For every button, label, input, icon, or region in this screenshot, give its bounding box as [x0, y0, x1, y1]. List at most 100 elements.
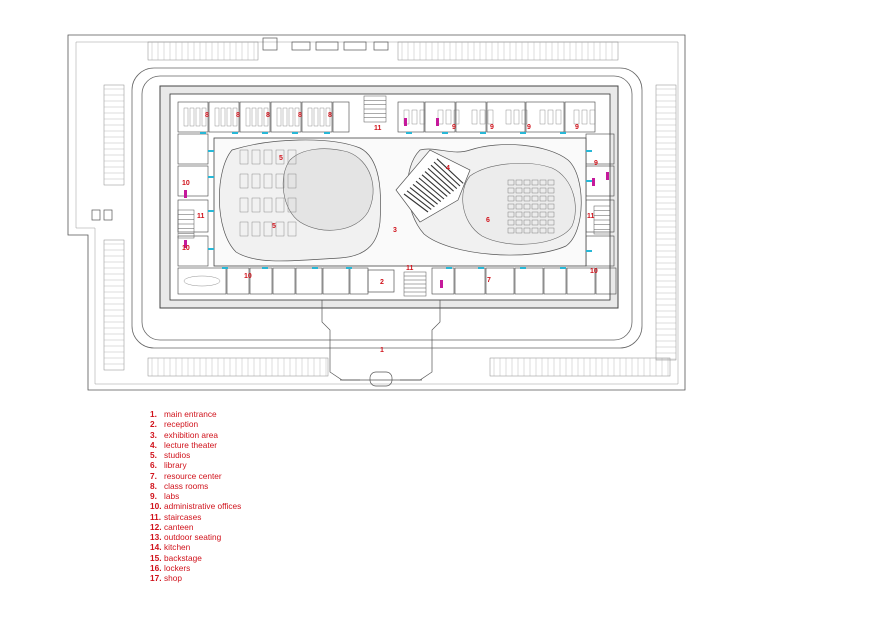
studio-desk: [239, 173, 249, 189]
desk: [201, 107, 207, 127]
book-stack: [515, 227, 523, 234]
legend-number: 16.: [150, 562, 162, 573]
resource-room: [485, 267, 515, 295]
book-stack: [523, 219, 531, 226]
book-stack: [507, 179, 515, 186]
book-stack: [515, 219, 523, 226]
door-marker: [232, 132, 238, 134]
legend-item: 6.library: [150, 460, 241, 470]
classroom: [270, 101, 302, 133]
door-marker: [292, 132, 298, 134]
label-classroom-5: 8: [328, 112, 332, 119]
door-marker: [262, 132, 268, 134]
book-stack: [539, 219, 547, 226]
desk: [214, 107, 220, 127]
book-stack: [515, 187, 523, 194]
desk: [263, 107, 269, 127]
toilet-marker: [184, 190, 187, 198]
legend-label: staircases: [164, 511, 202, 522]
book-stack: [539, 195, 547, 202]
door-marker: [586, 150, 592, 152]
toilet-marker: [592, 178, 595, 186]
book-stack: [531, 203, 539, 210]
book-stack: [515, 203, 523, 210]
legend-number: 5.: [150, 450, 157, 460]
label-studios-2: 5: [272, 223, 276, 230]
desk: [251, 107, 257, 127]
book-stack: [523, 211, 531, 218]
resource-room: [543, 267, 567, 295]
classroom: [208, 101, 240, 133]
legend-number: 9.: [150, 491, 157, 501]
label-reception: 2: [380, 279, 384, 286]
legend-item: 4.lecture theater: [150, 440, 241, 450]
book-stack: [539, 211, 547, 218]
legend-number: 2.: [150, 419, 157, 430]
studio-desk: [251, 149, 261, 165]
book-stack: [547, 219, 555, 226]
classroom: [177, 101, 209, 133]
book-stack: [547, 227, 555, 234]
label-lab-4: 9: [575, 124, 579, 131]
book-stack: [523, 203, 531, 210]
legend-item: 1.main entrance: [150, 409, 241, 419]
studio-desk: [251, 221, 261, 237]
legend-label: reception: [164, 419, 199, 430]
book-stack: [539, 187, 547, 194]
seat-row: [406, 190, 432, 210]
legend-number: 3.: [150, 429, 157, 440]
seat-row: [403, 193, 429, 213]
lab-bench: [589, 109, 596, 125]
book-stack: [547, 203, 555, 210]
studio-desk: [239, 149, 249, 165]
book-stack: [531, 179, 539, 186]
resource-room: [431, 267, 455, 295]
book-stack: [523, 195, 531, 202]
resource-room: [514, 267, 544, 295]
desk: [245, 107, 251, 127]
legend-label: lockers: [164, 562, 191, 573]
legend-number: 10.: [150, 501, 162, 512]
book-stack: [523, 187, 531, 194]
legend-item: 17.shop: [150, 573, 241, 583]
book-stack: [547, 179, 555, 186]
lab-bench: [539, 109, 546, 125]
label-stairs-bottom: 11: [406, 265, 414, 272]
label-lab-5: 9: [594, 160, 598, 167]
legend-number: 4.: [150, 439, 157, 450]
door-marker: [520, 132, 526, 134]
lab-bench: [513, 109, 520, 125]
lab-bench: [445, 109, 452, 125]
door-marker: [560, 132, 566, 134]
door-marker: [346, 267, 352, 269]
legend-label: outdoor seating: [164, 532, 222, 542]
desk: [294, 107, 300, 127]
label-stairs-right: 11: [587, 213, 595, 220]
seat-row: [436, 158, 464, 184]
ring-road: [131, 67, 643, 349]
studio-desk: [251, 173, 261, 189]
studio-desk: [275, 221, 285, 237]
door-marker: [208, 210, 214, 212]
studio-desk: [263, 173, 273, 189]
library-stacks: [507, 179, 555, 234]
theater-outline: [395, 149, 471, 223]
legend-number: 17.: [150, 573, 162, 583]
door-marker: [586, 180, 592, 182]
label-lab-1: 9: [452, 124, 456, 131]
door-marker: [446, 267, 452, 269]
conference-table: [183, 275, 221, 287]
label-admin-4: 10: [590, 268, 598, 275]
toilet-marker: [404, 118, 407, 126]
seat-row: [409, 187, 435, 208]
door-marker: [208, 150, 214, 152]
lab-bench: [453, 109, 460, 125]
room-labels: 1 2 3 4 5 5 6 7 8 8 8 8 8 9 9 9 9 9 10 1…: [182, 112, 598, 354]
door-marker: [200, 132, 206, 134]
label-admin-2: 10: [182, 245, 190, 252]
legend-item: 15.backstage: [150, 553, 241, 563]
legend-item: 16.lockers: [150, 563, 241, 573]
toilet-marker: [440, 280, 443, 288]
classroom: [239, 101, 271, 133]
seat-row: [415, 180, 442, 203]
